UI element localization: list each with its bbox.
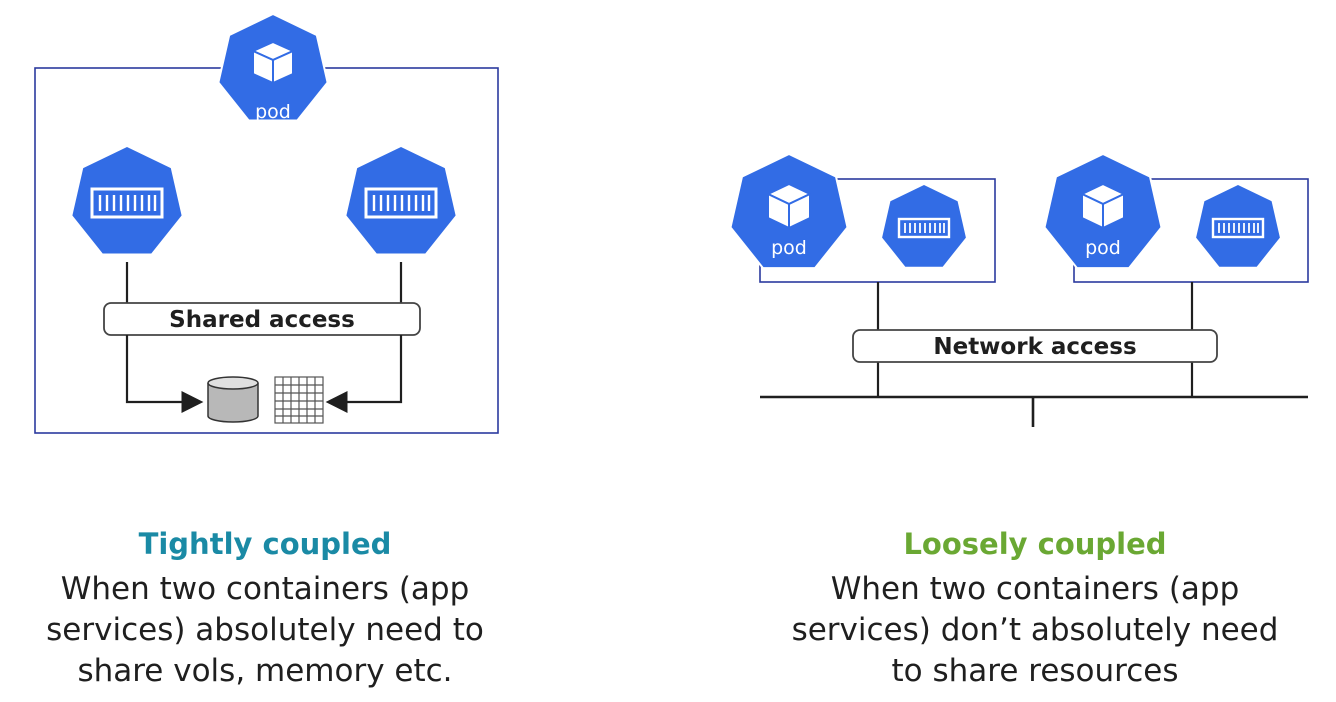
shared-access-label: Shared access <box>169 307 355 333</box>
description-line: When two containers (app <box>60 571 470 607</box>
container-node-1 <box>72 147 182 254</box>
network-access-label: Network access <box>933 334 1136 360</box>
arrow-to-volume <box>125 335 204 413</box>
container-icon <box>1211 217 1265 239</box>
cube-icon <box>767 183 811 229</box>
loosely-coupled-description: When two containers (app services) don’t… <box>760 569 1310 692</box>
tightly-coupled-caption: Tightly coupled When two containers (app… <box>0 525 530 692</box>
pod-icon: pod <box>729 152 849 270</box>
arrow-to-memory <box>325 335 403 413</box>
description-line: services) don’t absolutely need <box>791 612 1279 648</box>
pod-label: pod <box>771 237 807 259</box>
network-access-bar <box>852 329 1218 363</box>
tightly-coupled-description: When two containers (app services) absol… <box>0 569 530 692</box>
description-line: to share resources <box>891 653 1179 689</box>
pod-label: pod <box>1085 237 1121 259</box>
pod-icon: pod <box>217 12 329 123</box>
database-icon <box>207 376 259 423</box>
tightly-coupled-diagram: pod <box>34 12 499 434</box>
cube-icon <box>252 41 294 84</box>
container-icon <box>364 187 438 219</box>
container-node-2 <box>346 147 456 254</box>
loosely-coupled-title: Loosely coupled <box>903 527 1167 561</box>
container-icon <box>897 217 951 239</box>
pod-icon: pod <box>1043 152 1163 270</box>
description-line: share vols, memory etc. <box>77 653 453 689</box>
cube-icon <box>1081 183 1125 229</box>
pod-label: pod <box>255 101 291 123</box>
container-node-a <box>882 185 966 267</box>
description-line: When two containers (app <box>830 571 1240 607</box>
shared-access-bar <box>103 302 421 336</box>
grid-icon <box>274 376 324 424</box>
container-icon <box>90 187 164 219</box>
loosely-coupled-diagram: pod pod <box>729 152 1309 427</box>
tightly-coupled-title: Tightly coupled <box>138 527 392 561</box>
coupling-diagram: pod <box>34 12 1309 434</box>
description-line: services) absolutely need to <box>46 612 484 648</box>
loosely-coupled-caption: Loosely coupled When two containers (app… <box>760 525 1310 692</box>
container-node-b <box>1196 185 1280 267</box>
